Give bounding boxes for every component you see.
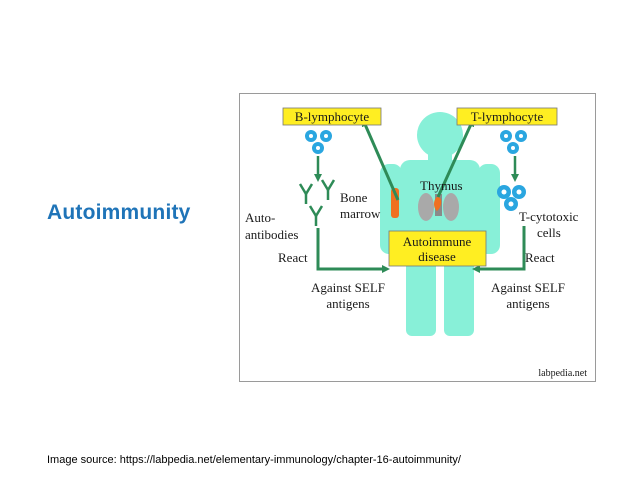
autoimmune-disease-box <box>388 230 487 267</box>
b-lymphocyte-label: B-lymphocyte <box>295 109 370 124</box>
autoimmune-label: Autoimmune <box>403 234 472 249</box>
against-self-right-line2: antigens <box>506 296 549 311</box>
t-cytotoxic-cells-icon <box>497 185 526 211</box>
cells-label: cells <box>537 225 561 240</box>
autoimmunity-diagram: B-lymphocyte T-lymphocyte <box>239 93 596 382</box>
thymus-label: Thymus <box>420 178 463 193</box>
t-lymphocyte-box <box>456 107 558 126</box>
antibodies-icon <box>298 179 336 226</box>
bone-label: Bone <box>340 190 368 205</box>
react-left-label: React <box>278 250 308 265</box>
slide-title: Autoimmunity <box>47 201 191 224</box>
t-cytotoxic-label: T-cytotoxic <box>519 209 579 224</box>
react-left-arrow <box>316 228 390 273</box>
image-source-caption: Image source: https://labpedia.net/eleme… <box>47 454 461 466</box>
antibodies-label: antibodies <box>245 227 298 242</box>
auto-label: Auto- <box>245 210 275 225</box>
lungs-icon <box>418 193 459 221</box>
disease-label: disease <box>418 249 456 264</box>
t-cells-icon <box>500 130 527 154</box>
thymus-icon <box>434 197 442 211</box>
t-lymphocyte-label: T-lymphocyte <box>471 109 544 124</box>
thymus-to-t-arrow <box>436 118 474 198</box>
bone-to-b-arrow <box>361 118 400 201</box>
marrow-label: marrow <box>340 206 381 221</box>
diagram-svg: B-lymphocyte T-lymphocyte <box>245 107 587 379</box>
against-self-left-line2: antigens <box>326 296 369 311</box>
watermark: labpedia.net <box>538 368 587 379</box>
against-self-left-line1: Against SELF <box>311 280 385 295</box>
react-right-arrow <box>472 226 526 273</box>
b-cells-icon <box>305 130 332 154</box>
human-body-silhouette <box>380 112 500 336</box>
react-right-label: React <box>525 250 555 265</box>
b-lymphocyte-box <box>282 107 382 126</box>
against-self-right-line1: Against SELF <box>491 280 565 295</box>
